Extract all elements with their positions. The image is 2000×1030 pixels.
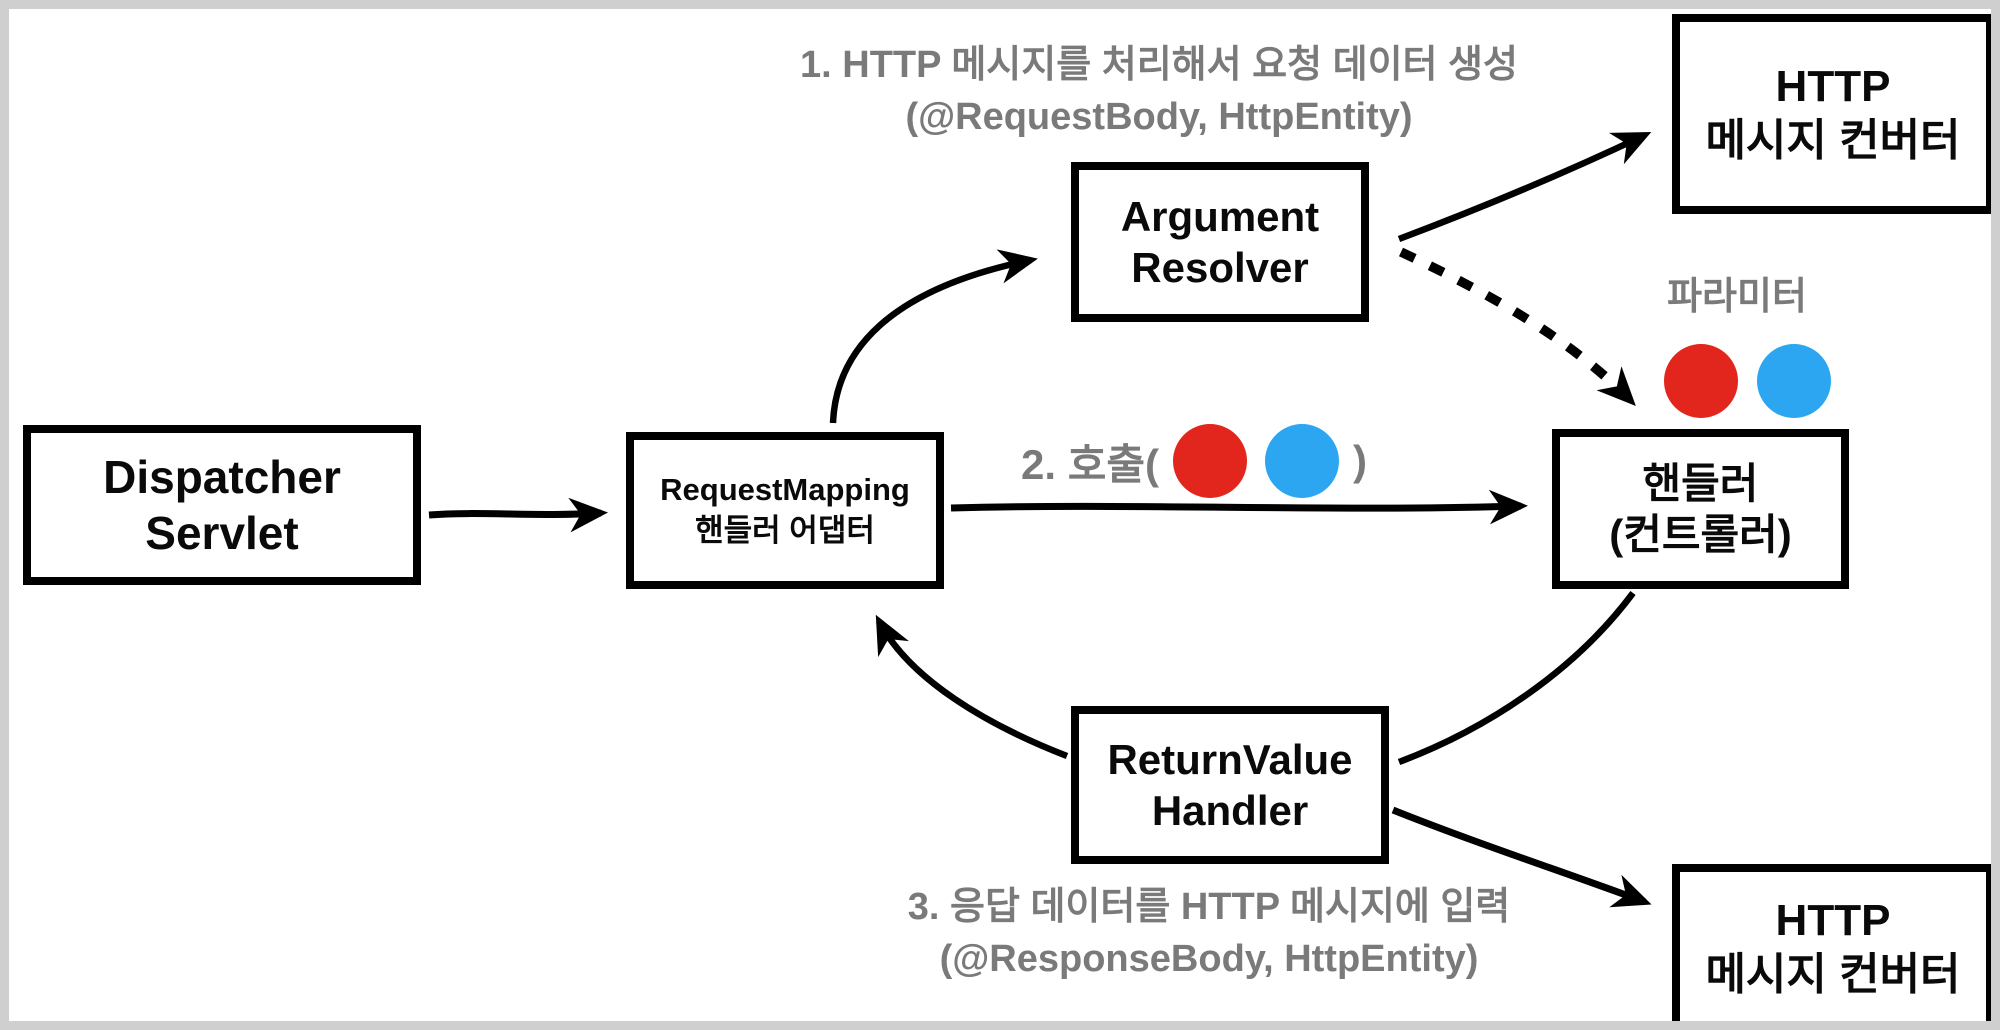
node-return-value-handler: ReturnValue Handler bbox=[1071, 706, 1389, 864]
annotation-step1-line1: 1. HTTP 메시지를 처리해서 요청 데이터 생성 bbox=[800, 44, 1518, 86]
node-label: 메시지 컨버터 bbox=[1705, 950, 1961, 999]
node-label: HTTP bbox=[1775, 62, 1891, 112]
node-request-mapping-handler-adapter: RequestMapping 핸들러 어댑터 bbox=[626, 432, 944, 589]
node-label: RequestMapping bbox=[660, 472, 910, 508]
node-dispatcher-servlet: Dispatcher Servlet bbox=[23, 425, 421, 585]
node-http-message-converter-bottom: HTTP 메시지 컨버터 bbox=[1672, 864, 1991, 1021]
line-handler-to-return-value-handler bbox=[1397, 591, 1636, 766]
node-label: 핸들러 bbox=[1642, 459, 1759, 507]
annotation-step1-line2: (@RequestBody, HttpEntity) bbox=[905, 96, 1413, 138]
parameter-label: 파라미터 bbox=[1667, 276, 1807, 318]
annotation-step2-prefix: 2. 호출( bbox=[1021, 440, 1159, 488]
arrow-dispatcher-to-adapter bbox=[428, 497, 608, 533]
node-label: 메시지 컨버터 bbox=[1705, 116, 1961, 165]
annotation-step3-line1: 3. 응답 데이터를 HTTP 메시지에 입력 bbox=[907, 886, 1511, 928]
annotation-step1: 1. HTTP 메시지를 처리해서 요청 데이터 생성 (@RequestBod… bbox=[754, 39, 1564, 143]
node-label: Resolver bbox=[1131, 244, 1309, 291]
node-label: HTTP bbox=[1775, 896, 1891, 946]
node-handler-controller: 핸들러 (컨트롤러) bbox=[1552, 429, 1849, 589]
annotation-step3: 3. 응답 데이터를 HTTP 메시지에 입력 (@ResponseBody, … bbox=[889, 881, 1529, 985]
node-label: Servlet bbox=[145, 507, 299, 559]
node-label: ReturnValue bbox=[1107, 735, 1353, 783]
arrow-adapter-to-argument-resolver bbox=[829, 249, 1038, 424]
arrow-argument-resolver-to-http-converter-top bbox=[1397, 132, 1652, 243]
param-dot-blue-icon bbox=[1757, 344, 1831, 418]
param-dot-red-icon bbox=[1172, 424, 1247, 498]
node-label: (컨트롤러) bbox=[1609, 511, 1792, 558]
node-label: 핸들러 어댑터 bbox=[695, 512, 875, 548]
param-dot-red-icon bbox=[1664, 344, 1738, 418]
annotation-step2-call: 2. 호출( ) bbox=[1021, 421, 1367, 501]
arrow-return-value-handler-to-adapter bbox=[875, 614, 1069, 760]
param-dot-blue-icon bbox=[1264, 424, 1339, 498]
annotation-step2-suffix: ) bbox=[1352, 437, 1367, 484]
node-label: Handler bbox=[1151, 787, 1309, 834]
node-http-message-converter-top: HTTP 메시지 컨버터 bbox=[1672, 14, 1991, 214]
arrow-adapter-to-handler bbox=[950, 489, 1528, 525]
node-label: Dispatcher bbox=[103, 450, 341, 503]
node-argument-resolver: Argument Resolver bbox=[1071, 162, 1369, 322]
node-label: Argument bbox=[1120, 192, 1320, 240]
dashed-arrow-argument-resolver-to-handler bbox=[1398, 247, 1636, 407]
annotation-step3-line2: (@ResponseBody, HttpEntity) bbox=[939, 938, 1479, 980]
